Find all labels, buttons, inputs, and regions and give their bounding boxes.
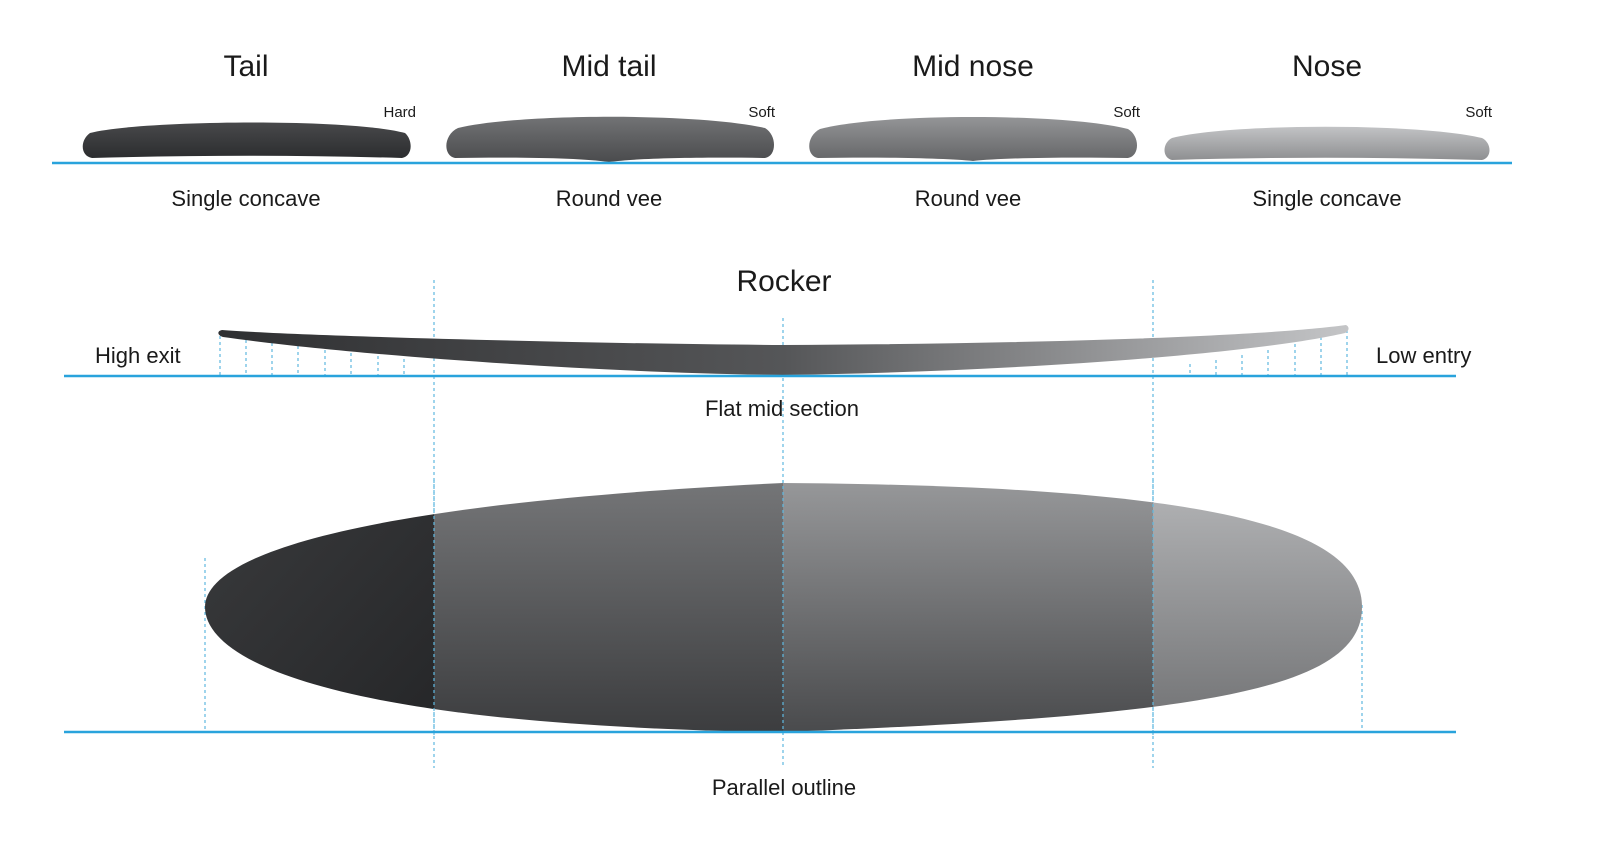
concave-label: Round vee: [915, 186, 1021, 211]
section-title: Mid tail: [561, 50, 656, 83]
mid-nose-cross-section-shape: [809, 117, 1137, 161]
cross-section-nose: Nose Soft Single concave: [1164, 50, 1493, 211]
rocker-profile: Rocker High exit Low entry Flat mid sect…: [64, 265, 1471, 421]
nose-cross-section-shape: [1164, 126, 1490, 160]
flat-mid-section-label: Flat mid section: [705, 396, 859, 421]
outline-board-shape: [205, 483, 1362, 732]
rocker-title: Rocker: [736, 265, 831, 298]
concave-label: Round vee: [556, 186, 662, 211]
rocker-board-shape: [218, 325, 1349, 375]
section-title: Tail: [223, 50, 268, 83]
cross-section-mid-tail: Mid tail Soft Round vee: [446, 50, 776, 211]
rocker-measure-ticks: [219, 330, 1348, 376]
rail-label: Hard: [383, 104, 416, 121]
section-title: Mid nose: [912, 50, 1034, 83]
rail-label: Soft: [1113, 104, 1141, 121]
section-title: Nose: [1292, 50, 1362, 83]
concave-label: Single concave: [171, 186, 320, 211]
cross-section-tail: Tail Hard Single concave: [82, 50, 416, 211]
concave-label: Single concave: [1252, 186, 1401, 211]
parallel-outline-label: Parallel outline: [712, 775, 856, 800]
rail-label: Soft: [748, 104, 776, 121]
tail-cross-section-shape: [82, 122, 411, 158]
board-outline: Parallel outline: [64, 480, 1456, 800]
high-exit-label: High exit: [95, 343, 181, 368]
rail-label: Soft: [1465, 104, 1493, 121]
cross-section-mid-nose: Mid nose Soft Round vee: [809, 50, 1141, 211]
mid-tail-cross-section-shape: [446, 116, 774, 162]
low-entry-label: Low entry: [1376, 343, 1471, 368]
